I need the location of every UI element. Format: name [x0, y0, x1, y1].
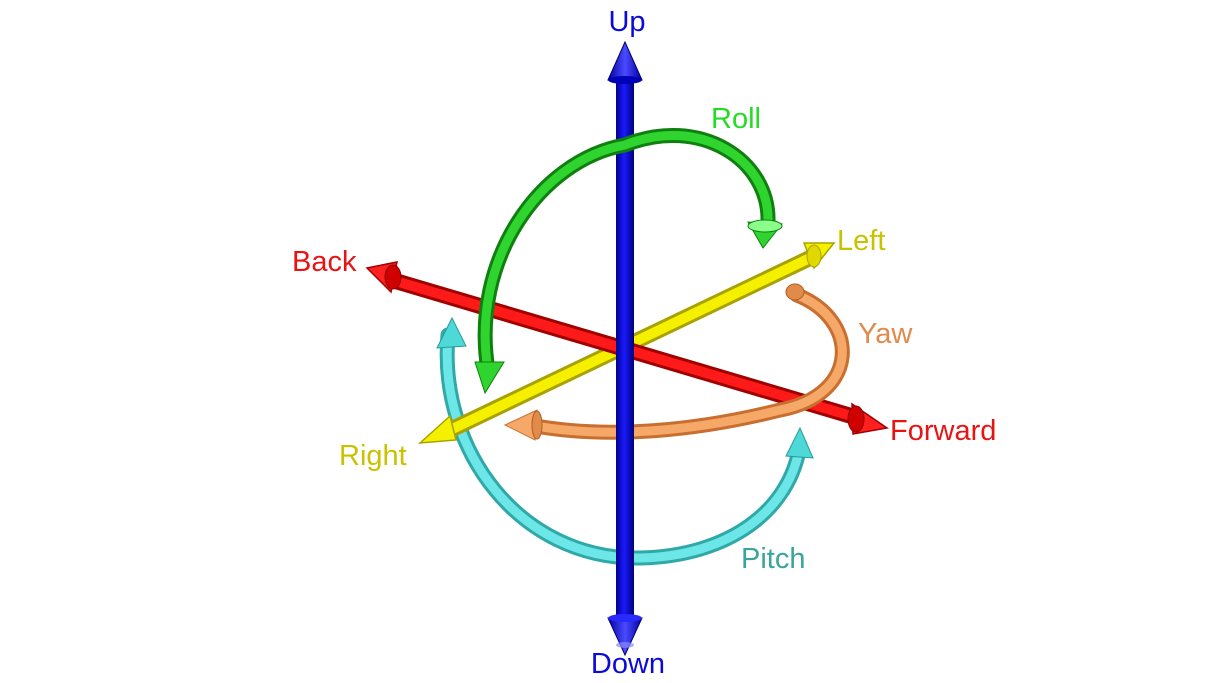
forward-label: Forward [890, 415, 996, 447]
pitch-label: Pitch [741, 543, 805, 575]
down-label: Down [591, 648, 665, 680]
up-arrowhead [607, 40, 643, 81]
vertical-axis [607, 40, 643, 657]
left-label: Left [837, 225, 885, 257]
right-arrowhead [417, 414, 457, 444]
yaw-arrow [503, 283, 850, 441]
up-label: Up [608, 6, 645, 38]
back-label: Back [292, 246, 357, 278]
right-label: Right [339, 440, 407, 472]
roll-label: Roll [711, 103, 761, 135]
yaw-label: Yaw [858, 318, 913, 350]
roll-arrow [474, 128, 783, 395]
